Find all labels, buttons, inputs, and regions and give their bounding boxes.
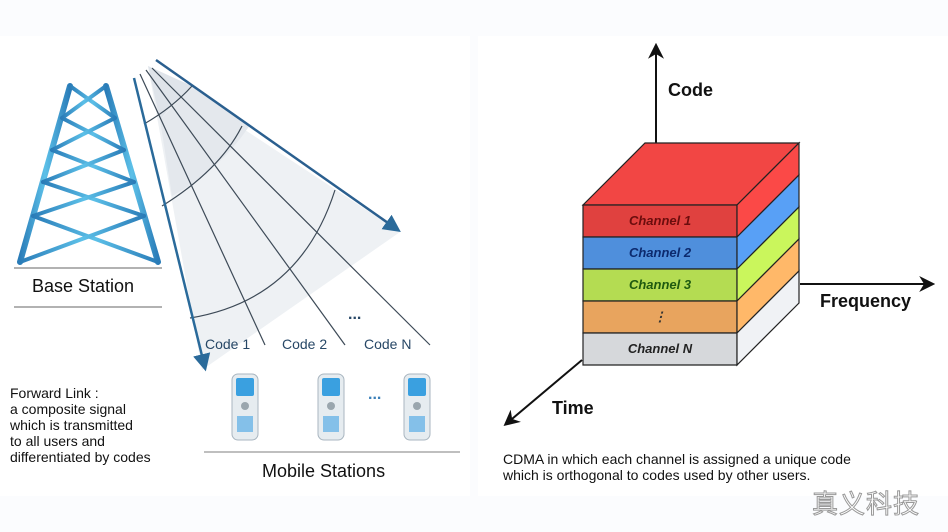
channel-label: Channel N [627, 341, 693, 356]
forward-link-line: to all users and [10, 433, 105, 449]
time-axis [503, 359, 583, 427]
mobile-stations-label: Mobile Stations [262, 461, 386, 481]
forward-link-line: Forward Link : [10, 385, 99, 401]
caption-line: which is orthogonal to codes used by oth… [503, 467, 811, 483]
time-axis-label: Time [552, 398, 594, 418]
code-rays [139, 67, 431, 346]
forward-link-arrow-right [155, 58, 401, 233]
forward-link-line: a composite signal [10, 401, 126, 417]
code-label: Code 1 [205, 336, 251, 352]
channel-layer-side [736, 269, 800, 367]
code-ellipsis: ... [348, 306, 362, 323]
base-station-tower-icon [17, 39, 161, 271]
cdma-caption: CDMA in which each channel is assigned a… [503, 451, 851, 483]
forward-link-line: differentiated by codes [10, 449, 151, 465]
channel-label: Channel 1 [628, 213, 692, 228]
channel-label: Channel 2 [628, 245, 692, 260]
forward-link-arrow-left [132, 77, 211, 372]
mobile-ellipsis: ... [368, 386, 382, 403]
forward-link-text: Forward Link : a composite signal which … [10, 385, 151, 465]
channel-label: Channel 3 [628, 277, 692, 292]
caption-line: CDMA in which each channel is assigned a… [503, 451, 851, 467]
channel-label: ⋮ [653, 309, 667, 324]
watermark: 真义科技 [811, 489, 921, 520]
forward-link-line: which is transmitted [10, 417, 133, 433]
code-axis-label: Code [668, 80, 713, 100]
channel-cube [581, 141, 801, 367]
mobile-phone-icon [317, 373, 345, 441]
base-station-label: Base Station [32, 276, 135, 296]
code-label: Code N [364, 336, 412, 352]
mobile-phone-icon [403, 373, 431, 441]
code-label: Code 2 [282, 336, 328, 352]
mobile-phone-icon [231, 373, 259, 441]
signal-sector [148, 66, 400, 370]
frequency-axis-label: Frequency [820, 291, 912, 311]
